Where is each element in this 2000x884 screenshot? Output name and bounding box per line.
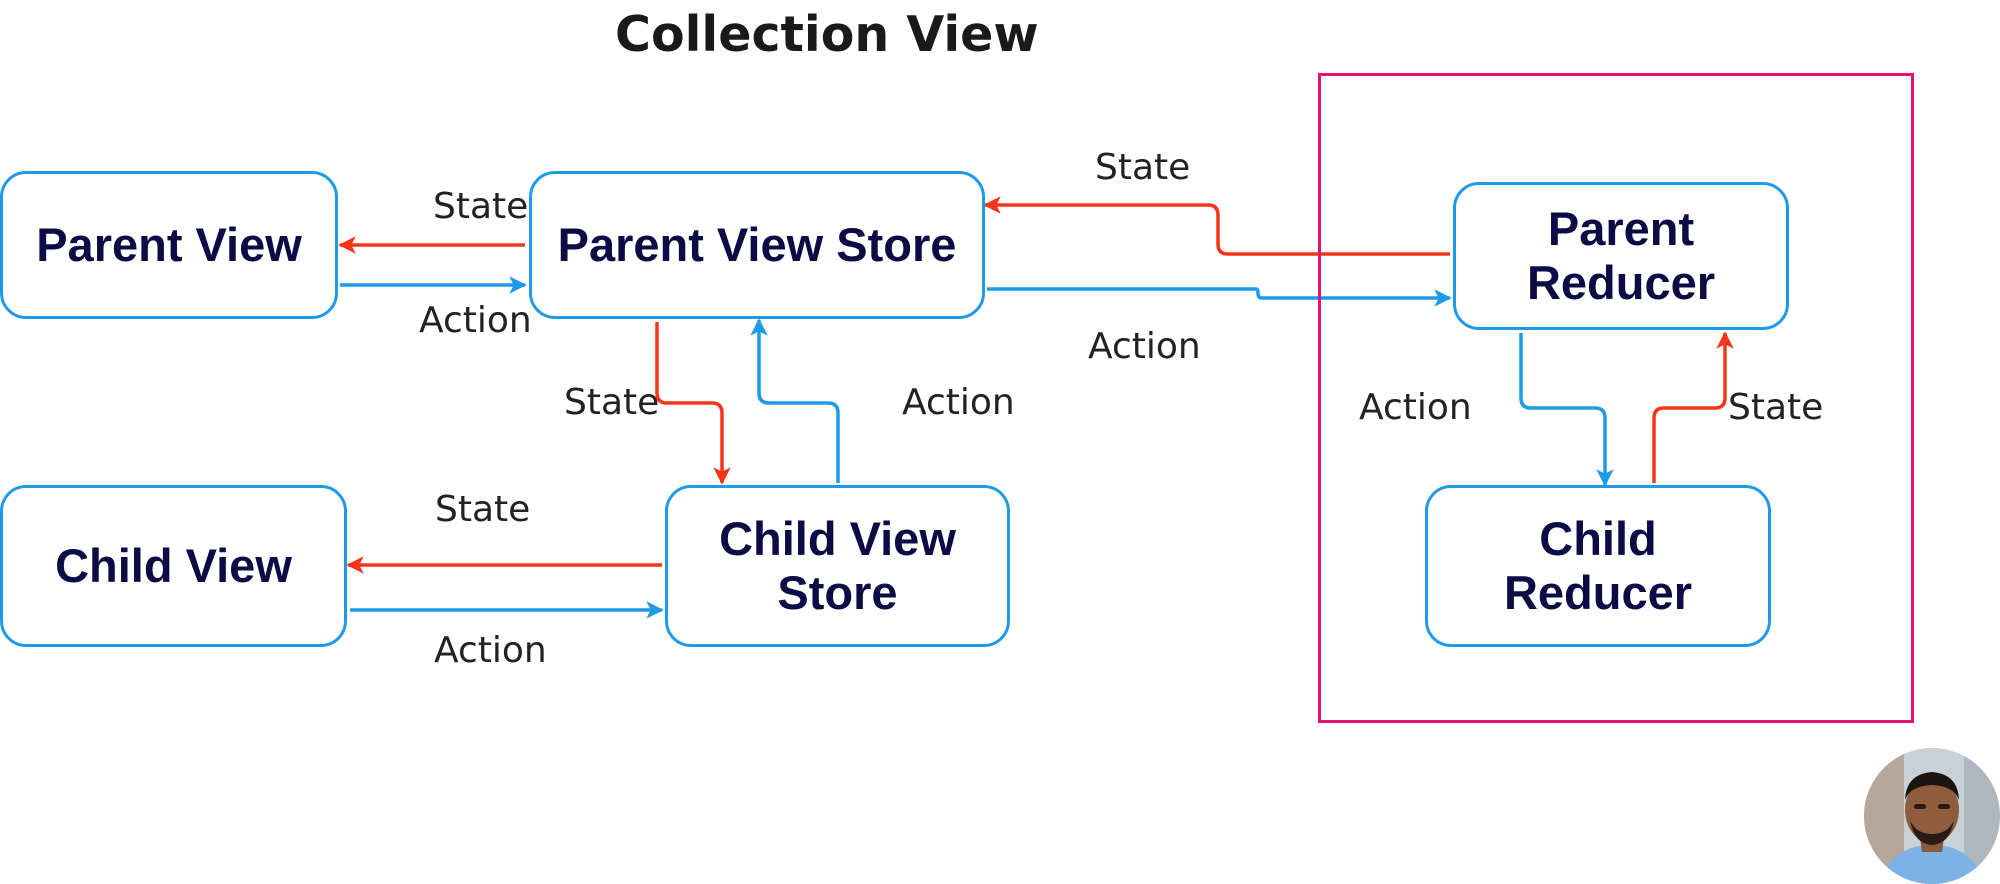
parent-view-store-label: Parent View Store [557, 217, 957, 271]
cv-action-label: Action [434, 630, 547, 671]
store-action-bottom-label: Action [1088, 326, 1201, 367]
child-view-store-label: Child View Store [719, 511, 956, 619]
pv-state-label: State [433, 186, 529, 227]
parent-view-node: Parent View [0, 171, 338, 319]
diagram-title: Collection View [615, 6, 1039, 63]
parent-reducer-label: Parent Reducer [1526, 201, 1716, 309]
child-view-node: Child View [0, 485, 347, 647]
parent-child-action-label: Action [902, 382, 1015, 423]
store-state-top-label: State [1095, 147, 1191, 188]
reducer-action-label: Action [1359, 387, 1472, 428]
pv-action-label: Action [419, 300, 532, 341]
parent-reducer-node: Parent Reducer [1453, 182, 1789, 330]
edge-cr-to-pr-state [1652, 331, 1734, 483]
reducer-state-label: State [1728, 387, 1824, 428]
edge-pr-to-pvs-state [983, 196, 1450, 256]
child-reducer-node: Child Reducer [1425, 485, 1771, 647]
reducer-group-frame [1318, 73, 1914, 723]
avatar-icon [1864, 748, 2000, 884]
child-reducer-label: Child Reducer [1503, 511, 1693, 619]
parent-child-state-label: State [564, 382, 660, 423]
child-view-store-node: Child View Store [665, 485, 1010, 647]
presenter-avatar [1864, 748, 2000, 884]
parent-view-label: Parent View [36, 217, 302, 271]
edge-pvs-to-pr-action [987, 287, 1452, 307]
edge-cvs-to-pvs-action [750, 318, 840, 483]
cv-state-label: State [435, 489, 531, 530]
edge-pr-to-cr-action [1519, 333, 1614, 487]
child-view-label: Child View [55, 538, 292, 592]
parent-view-store-node: Parent View Store [529, 171, 985, 319]
edge-pvs-to-cvs-state [655, 322, 731, 485]
